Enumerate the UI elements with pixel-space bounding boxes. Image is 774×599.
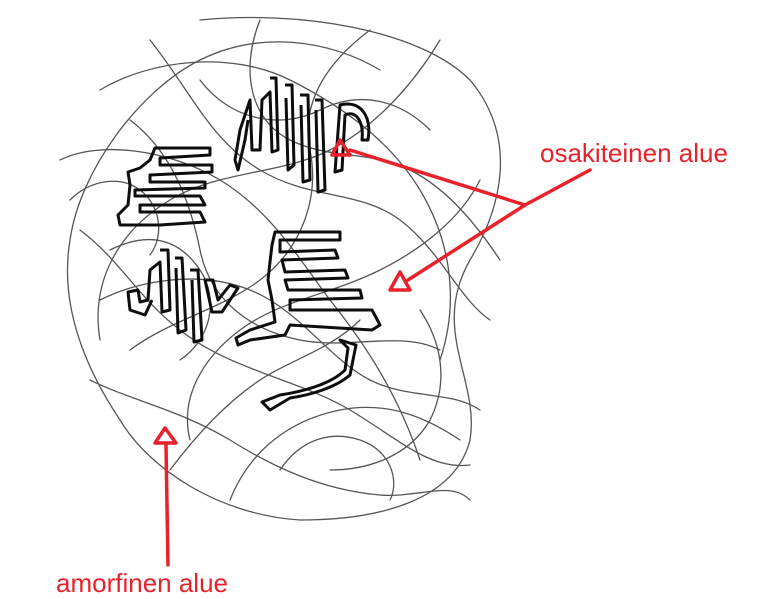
crystalline-marker-top: [332, 140, 350, 155]
crystalline-pointer-line-top: [350, 150, 525, 205]
amorphous-region-label: amorfinen alue: [56, 570, 228, 596]
crystalline-region-label: osakiteinen alue: [540, 140, 728, 166]
amorphous-chain-tangle: [60, 18, 500, 521]
crystalline-region-top-center: [235, 78, 369, 192]
amorphous-marker: [155, 428, 176, 443]
amorphous-pointer-line: [166, 445, 168, 565]
crystalline-pointer-line-main: [525, 170, 590, 205]
